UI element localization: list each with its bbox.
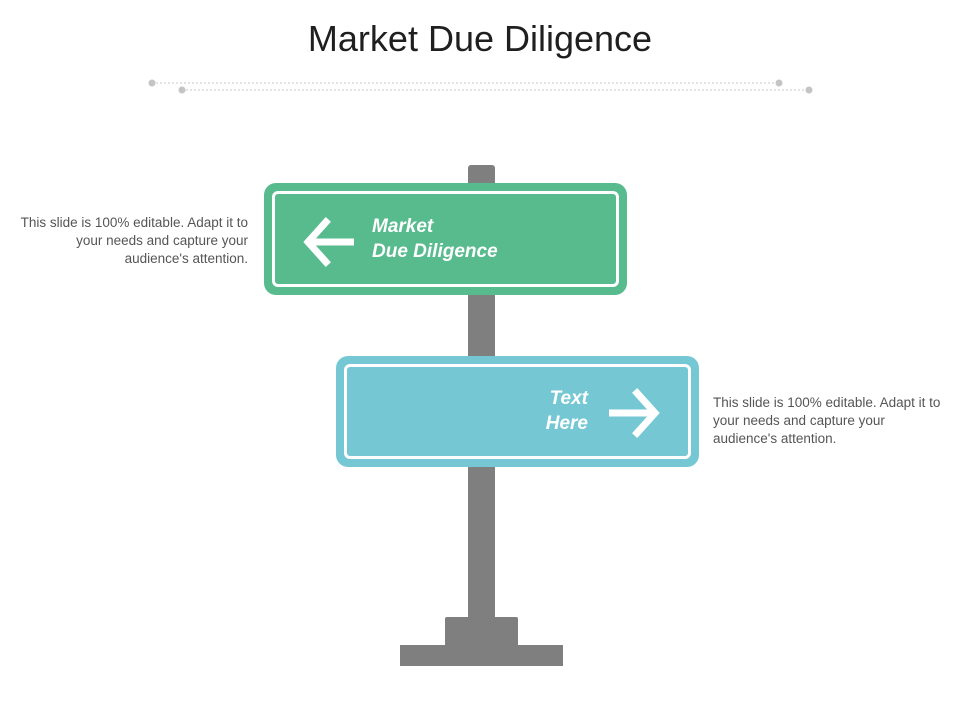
- arrow-left-icon: [303, 217, 354, 267]
- sign-label-line: Text: [549, 388, 588, 409]
- sign-label-line: Due Diligence: [372, 241, 498, 262]
- signpost-base-lower: [400, 645, 563, 666]
- sign-text-here: Text Here: [336, 356, 699, 467]
- right-description: This slide is 100% editable. Adapt it to…: [713, 395, 941, 446]
- title-divider: [148, 79, 813, 94]
- arrow-right-icon: [609, 388, 660, 438]
- divider-dot: [148, 79, 156, 87]
- page-title: Market Due Diligence: [307, 18, 653, 59]
- divider-dot: [775, 79, 783, 87]
- sign-label: Text Here: [546, 386, 588, 436]
- sign-market-due-diligence: Market Due Diligence: [264, 183, 627, 295]
- divider-dot: [178, 86, 186, 94]
- signpost-base-upper: [445, 617, 518, 647]
- left-description: This slide is 100% editable. Adapt it to…: [20, 215, 248, 266]
- sign-label-line: Market: [372, 216, 434, 237]
- sign-label-line: Here: [545, 413, 588, 434]
- sign-label: Market Due Diligence: [372, 214, 498, 264]
- divider-dot: [805, 86, 813, 94]
- sign-inner-border: [344, 364, 691, 459]
- sign-inner-border: [272, 191, 619, 287]
